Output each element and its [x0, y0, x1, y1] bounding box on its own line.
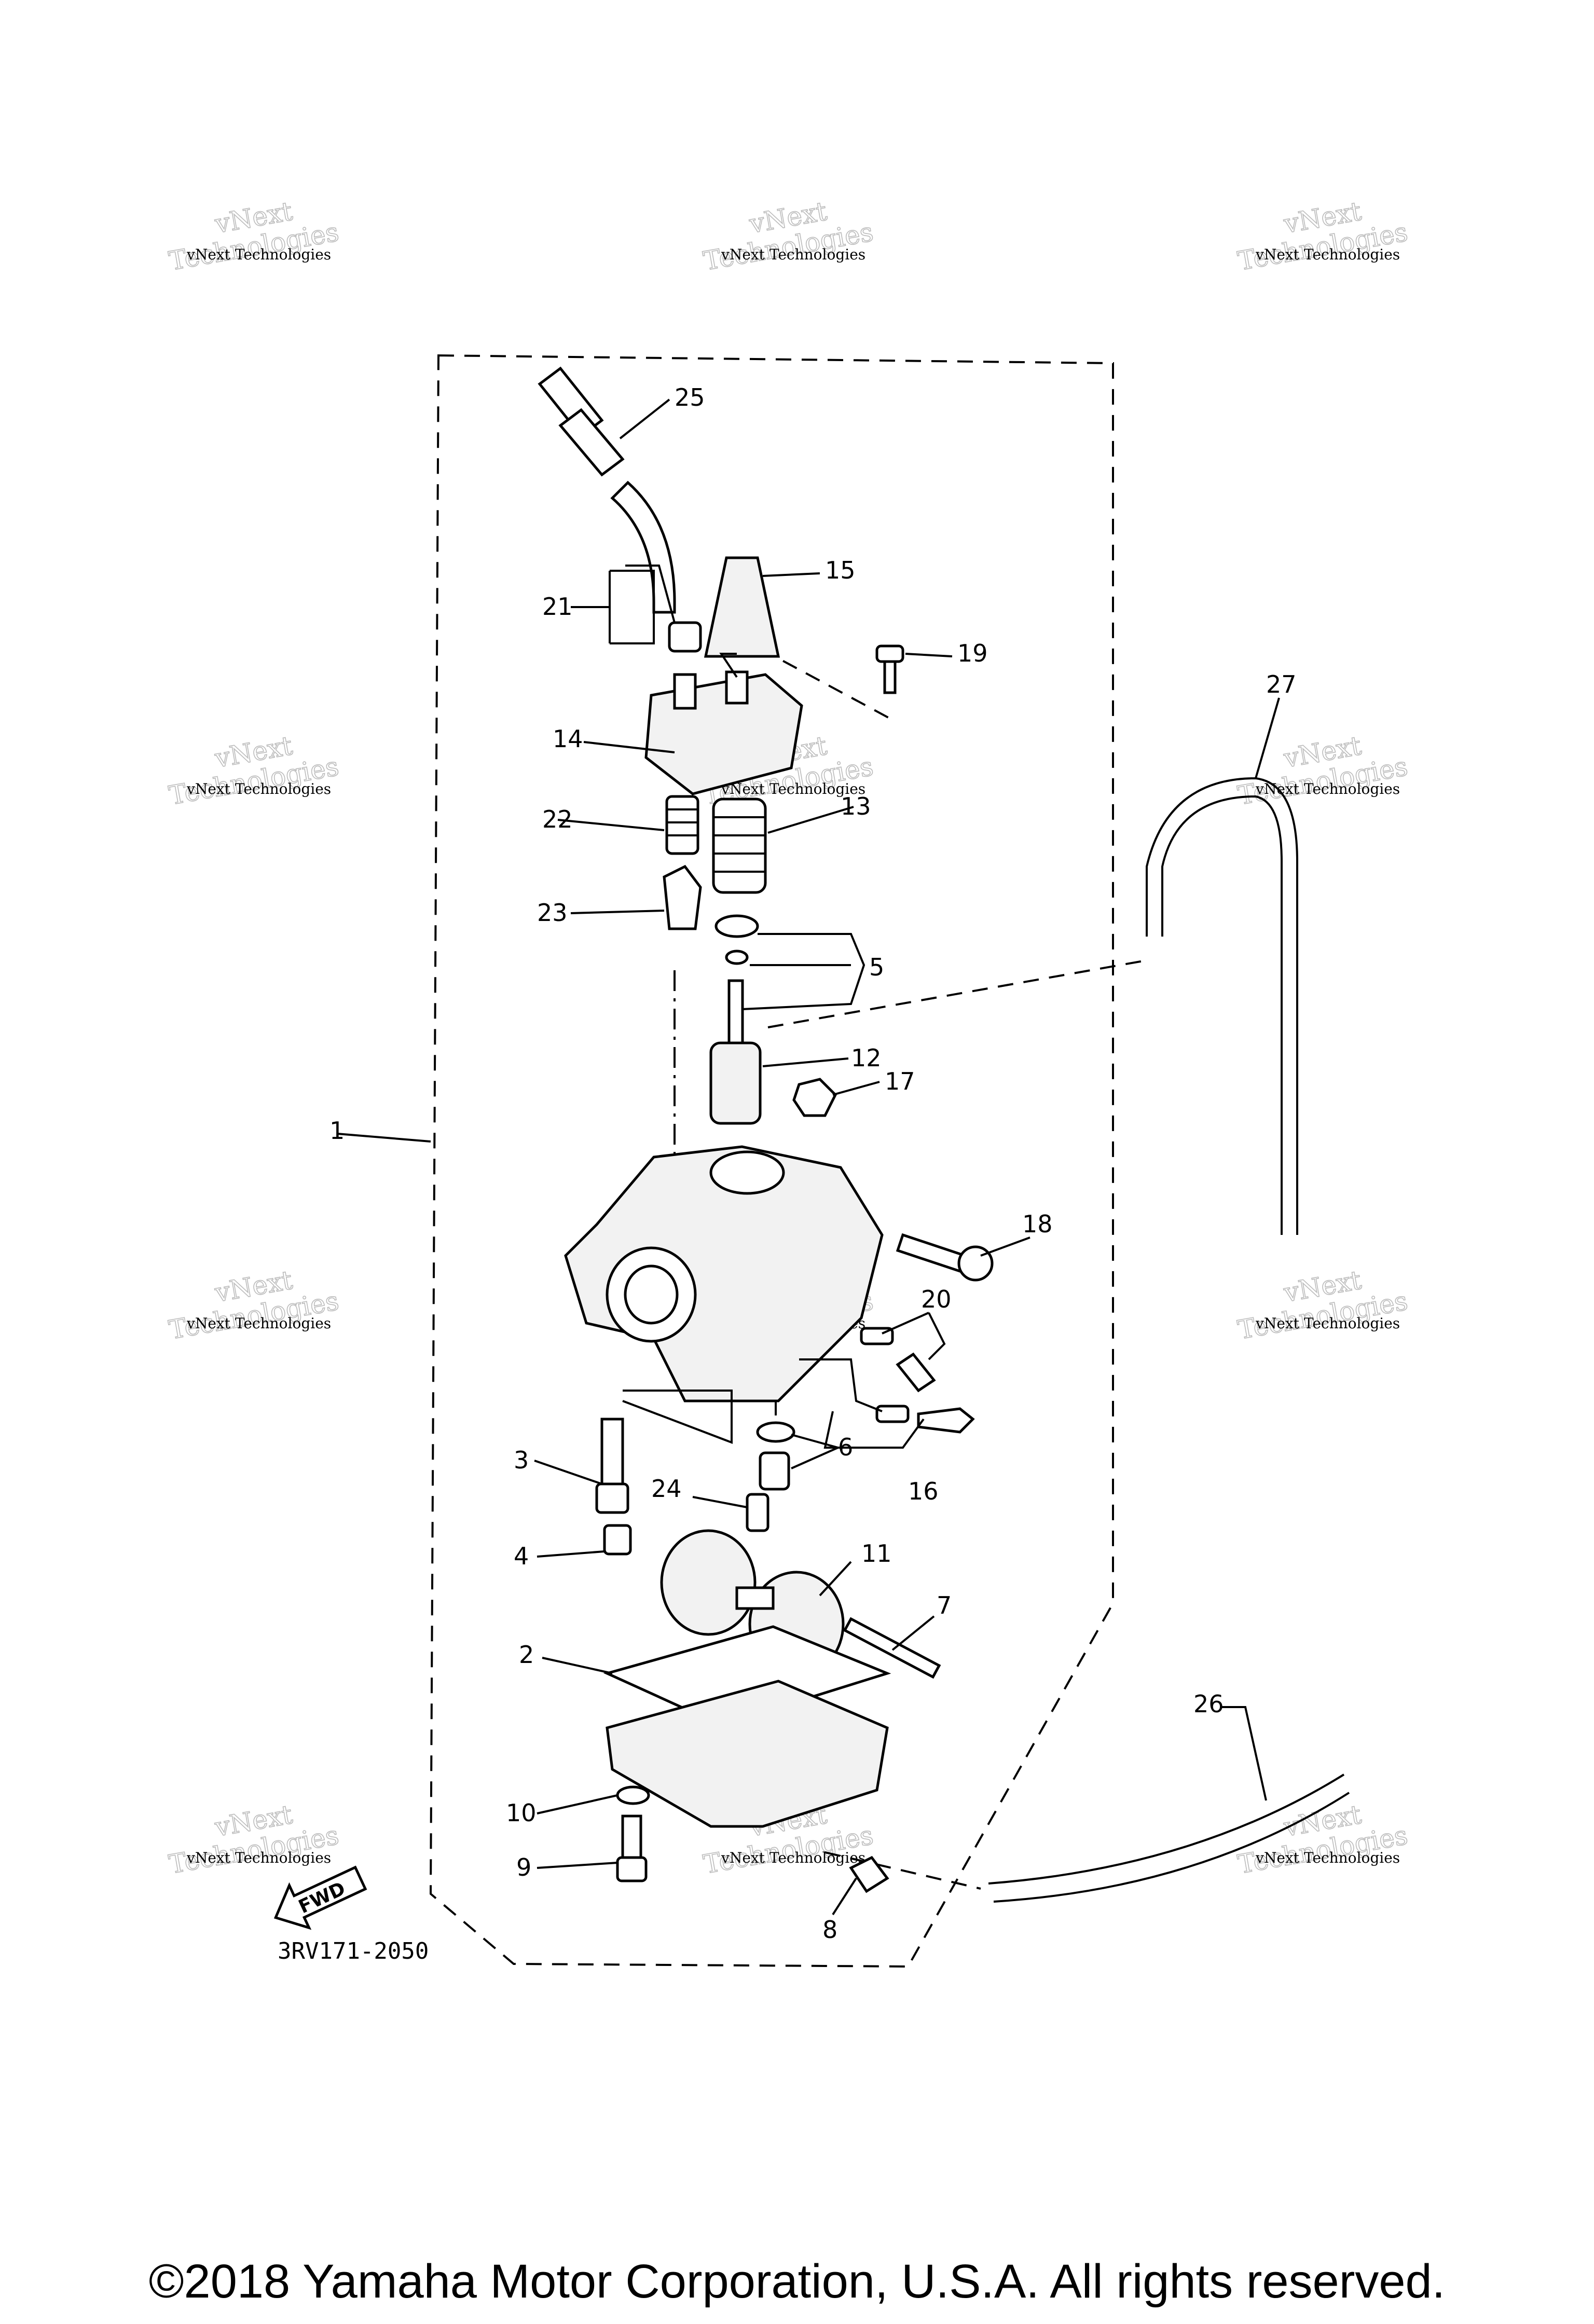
- callout-18: 18: [1022, 1210, 1053, 1238]
- callout-19: 19: [957, 639, 988, 667]
- carburetor-body: [564, 1145, 884, 1402]
- watermark: Technologies vNext vNext Technologies: [166, 1799, 341, 1880]
- cap-nut: [792, 1078, 837, 1117]
- main-jet: [759, 1451, 790, 1491]
- svg-text:vNext Technologies: vNext Technologies: [186, 1315, 331, 1332]
- callout-17: 17: [885, 1067, 915, 1095]
- pilot-screw: [896, 1352, 936, 1393]
- callout-5: 5: [869, 953, 884, 981]
- drain-hose: [993, 1792, 1350, 1903]
- callout-23: 23: [537, 899, 568, 927]
- callout-7: 7: [937, 1591, 952, 1619]
- watermark: Technologies vNext vNext Technologies: [1235, 196, 1410, 277]
- svg-text:vNext Technologies: vNext Technologies: [1255, 1849, 1400, 1866]
- callout-22: 22: [542, 805, 573, 833]
- vent-hose: [1146, 777, 1298, 1235]
- callout-14: 14: [553, 725, 583, 753]
- float-bowl: [606, 1680, 889, 1828]
- svg-text:vNext Technologies: vNext Technologies: [186, 780, 331, 797]
- svg-text:vNext Technologies: vNext Technologies: [1255, 246, 1400, 263]
- callout-9: 9: [516, 1853, 531, 1881]
- copyright-notice: ©2018 Yamaha Motor Corporation, U.S.A. A…: [148, 2255, 1446, 2308]
- watermark: Technologies vNext vNext Technologies: [166, 196, 341, 277]
- callout-20: 20: [921, 1285, 952, 1313]
- watermark: Technologies vNext vNext Technologies: [166, 1264, 341, 1345]
- tube-nut: [668, 621, 702, 653]
- watermark: Technologies vNext vNext Technologies: [1235, 1264, 1410, 1345]
- callout-13: 13: [841, 792, 871, 820]
- watermark: Technologies vNext vNext Technologies: [700, 196, 876, 277]
- washer: [756, 1421, 795, 1443]
- large-spring: [712, 797, 767, 894]
- washer: [616, 1785, 650, 1805]
- callout-10: 10: [506, 1799, 537, 1827]
- callout-21: 21: [542, 593, 573, 621]
- idle-screw: [875, 1405, 910, 1423]
- screw: [875, 644, 904, 694]
- callout-24: 24: [651, 1475, 682, 1503]
- idle-screw: [917, 1407, 975, 1434]
- float-pin: [843, 1617, 941, 1679]
- callouts: 25 15 19 21 14 13 22 23 5 12 17 27 18 1 …: [329, 383, 1297, 1944]
- small-spring: [665, 795, 699, 855]
- fwd-arrow-icon: FWD: [273, 1865, 367, 1930]
- callout-16: 16: [908, 1477, 939, 1505]
- callout-4: 4: [514, 1542, 529, 1570]
- callout-26: 26: [1193, 1690, 1224, 1718]
- svg-text:vNext Technologies: vNext Technologies: [186, 1849, 331, 1866]
- svg-text:vNext Technologies: vNext Technologies: [1255, 1315, 1400, 1332]
- diagram-part-code: 3RV171-2050: [278, 1938, 429, 1964]
- callout-6: 6: [838, 1433, 853, 1461]
- callout-15: 15: [825, 556, 856, 584]
- callout-3: 3: [514, 1446, 529, 1474]
- callout-2: 2: [519, 1641, 534, 1669]
- callout-25: 25: [675, 383, 705, 411]
- drain-hose: [988, 1773, 1345, 1885]
- callout-11: 11: [861, 1539, 892, 1567]
- rubber-cap: [704, 556, 780, 658]
- clip: [714, 914, 759, 938]
- assembly-boundary: [429, 354, 1114, 1968]
- pilot-jet: [603, 1524, 632, 1556]
- callout-1: 1: [329, 1117, 345, 1145]
- cable-adjuster: [538, 366, 625, 477]
- watermark: Technologies vNext vNext Technologies: [166, 730, 341, 811]
- clip: [725, 950, 749, 965]
- svg-text:vNext Technologies: vNext Technologies: [721, 1849, 865, 1866]
- drain-screw: [849, 1855, 889, 1893]
- svg-text:vNext Technologies: vNext Technologies: [721, 246, 865, 263]
- throttle-valve: [709, 1041, 762, 1125]
- svg-text:vNext Technologies: vNext Technologies: [721, 780, 865, 797]
- callout-8: 8: [822, 1916, 837, 1944]
- jet-needle: [727, 979, 744, 1044]
- bowl-bolt: [616, 1814, 648, 1882]
- starter-jet: [746, 1493, 769, 1532]
- bent-tube: [610, 480, 676, 614]
- leader-lines: [337, 398, 1280, 1916]
- callout-27: 27: [1266, 670, 1297, 698]
- air-screw: [896, 1233, 994, 1282]
- svg-text:vNext Technologies: vNext Technologies: [186, 246, 331, 263]
- vent-hose: [1161, 795, 1283, 1235]
- needle-holder: [663, 864, 702, 930]
- callout-12: 12: [851, 1044, 882, 1072]
